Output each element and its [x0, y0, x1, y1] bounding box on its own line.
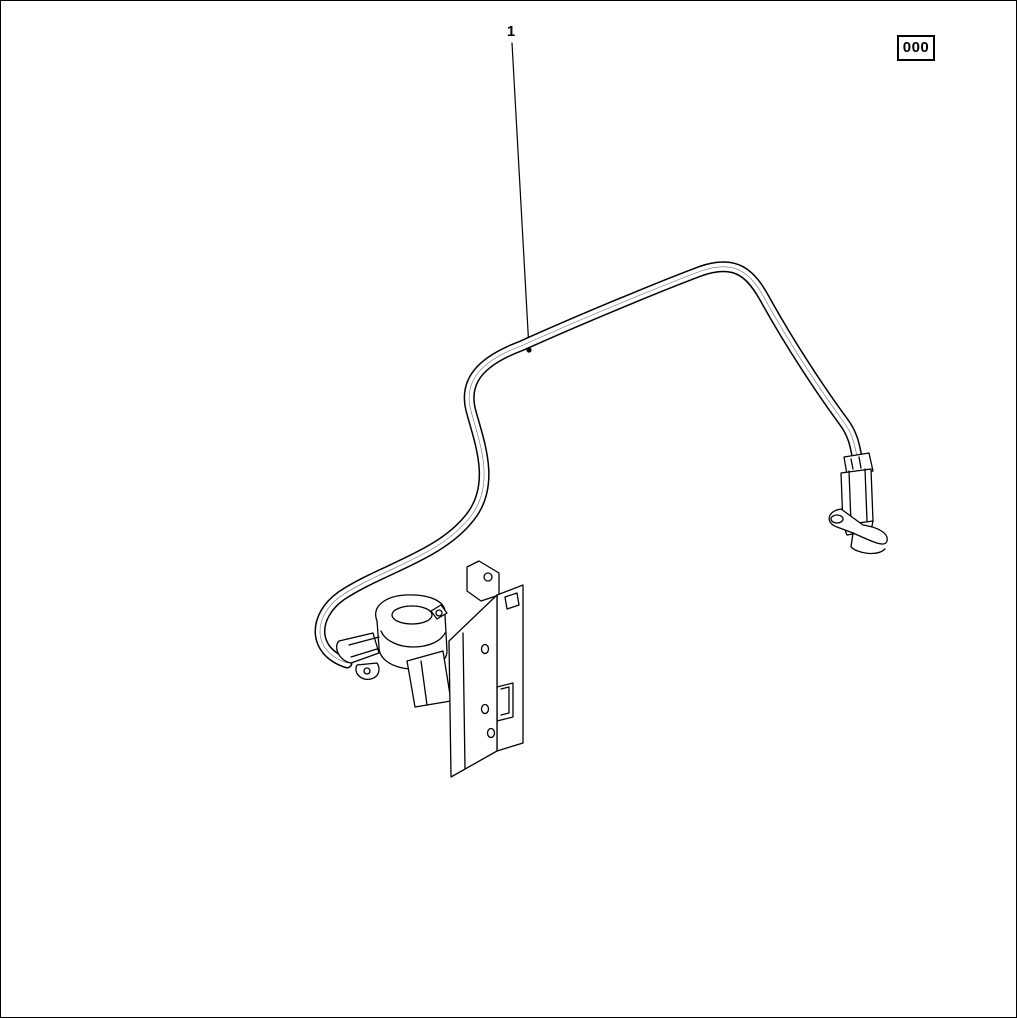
mounting-bracket	[448, 560, 524, 778]
sensor-assembly	[336, 594, 452, 708]
end-connector	[828, 452, 888, 555]
wire-harness	[314, 261, 863, 669]
callout-leader-line	[511, 42, 530, 350]
callout-number-1: 1	[506, 23, 516, 40]
figure-number-badge: 000	[897, 35, 935, 61]
figure-number-text: 000	[902, 39, 930, 56]
